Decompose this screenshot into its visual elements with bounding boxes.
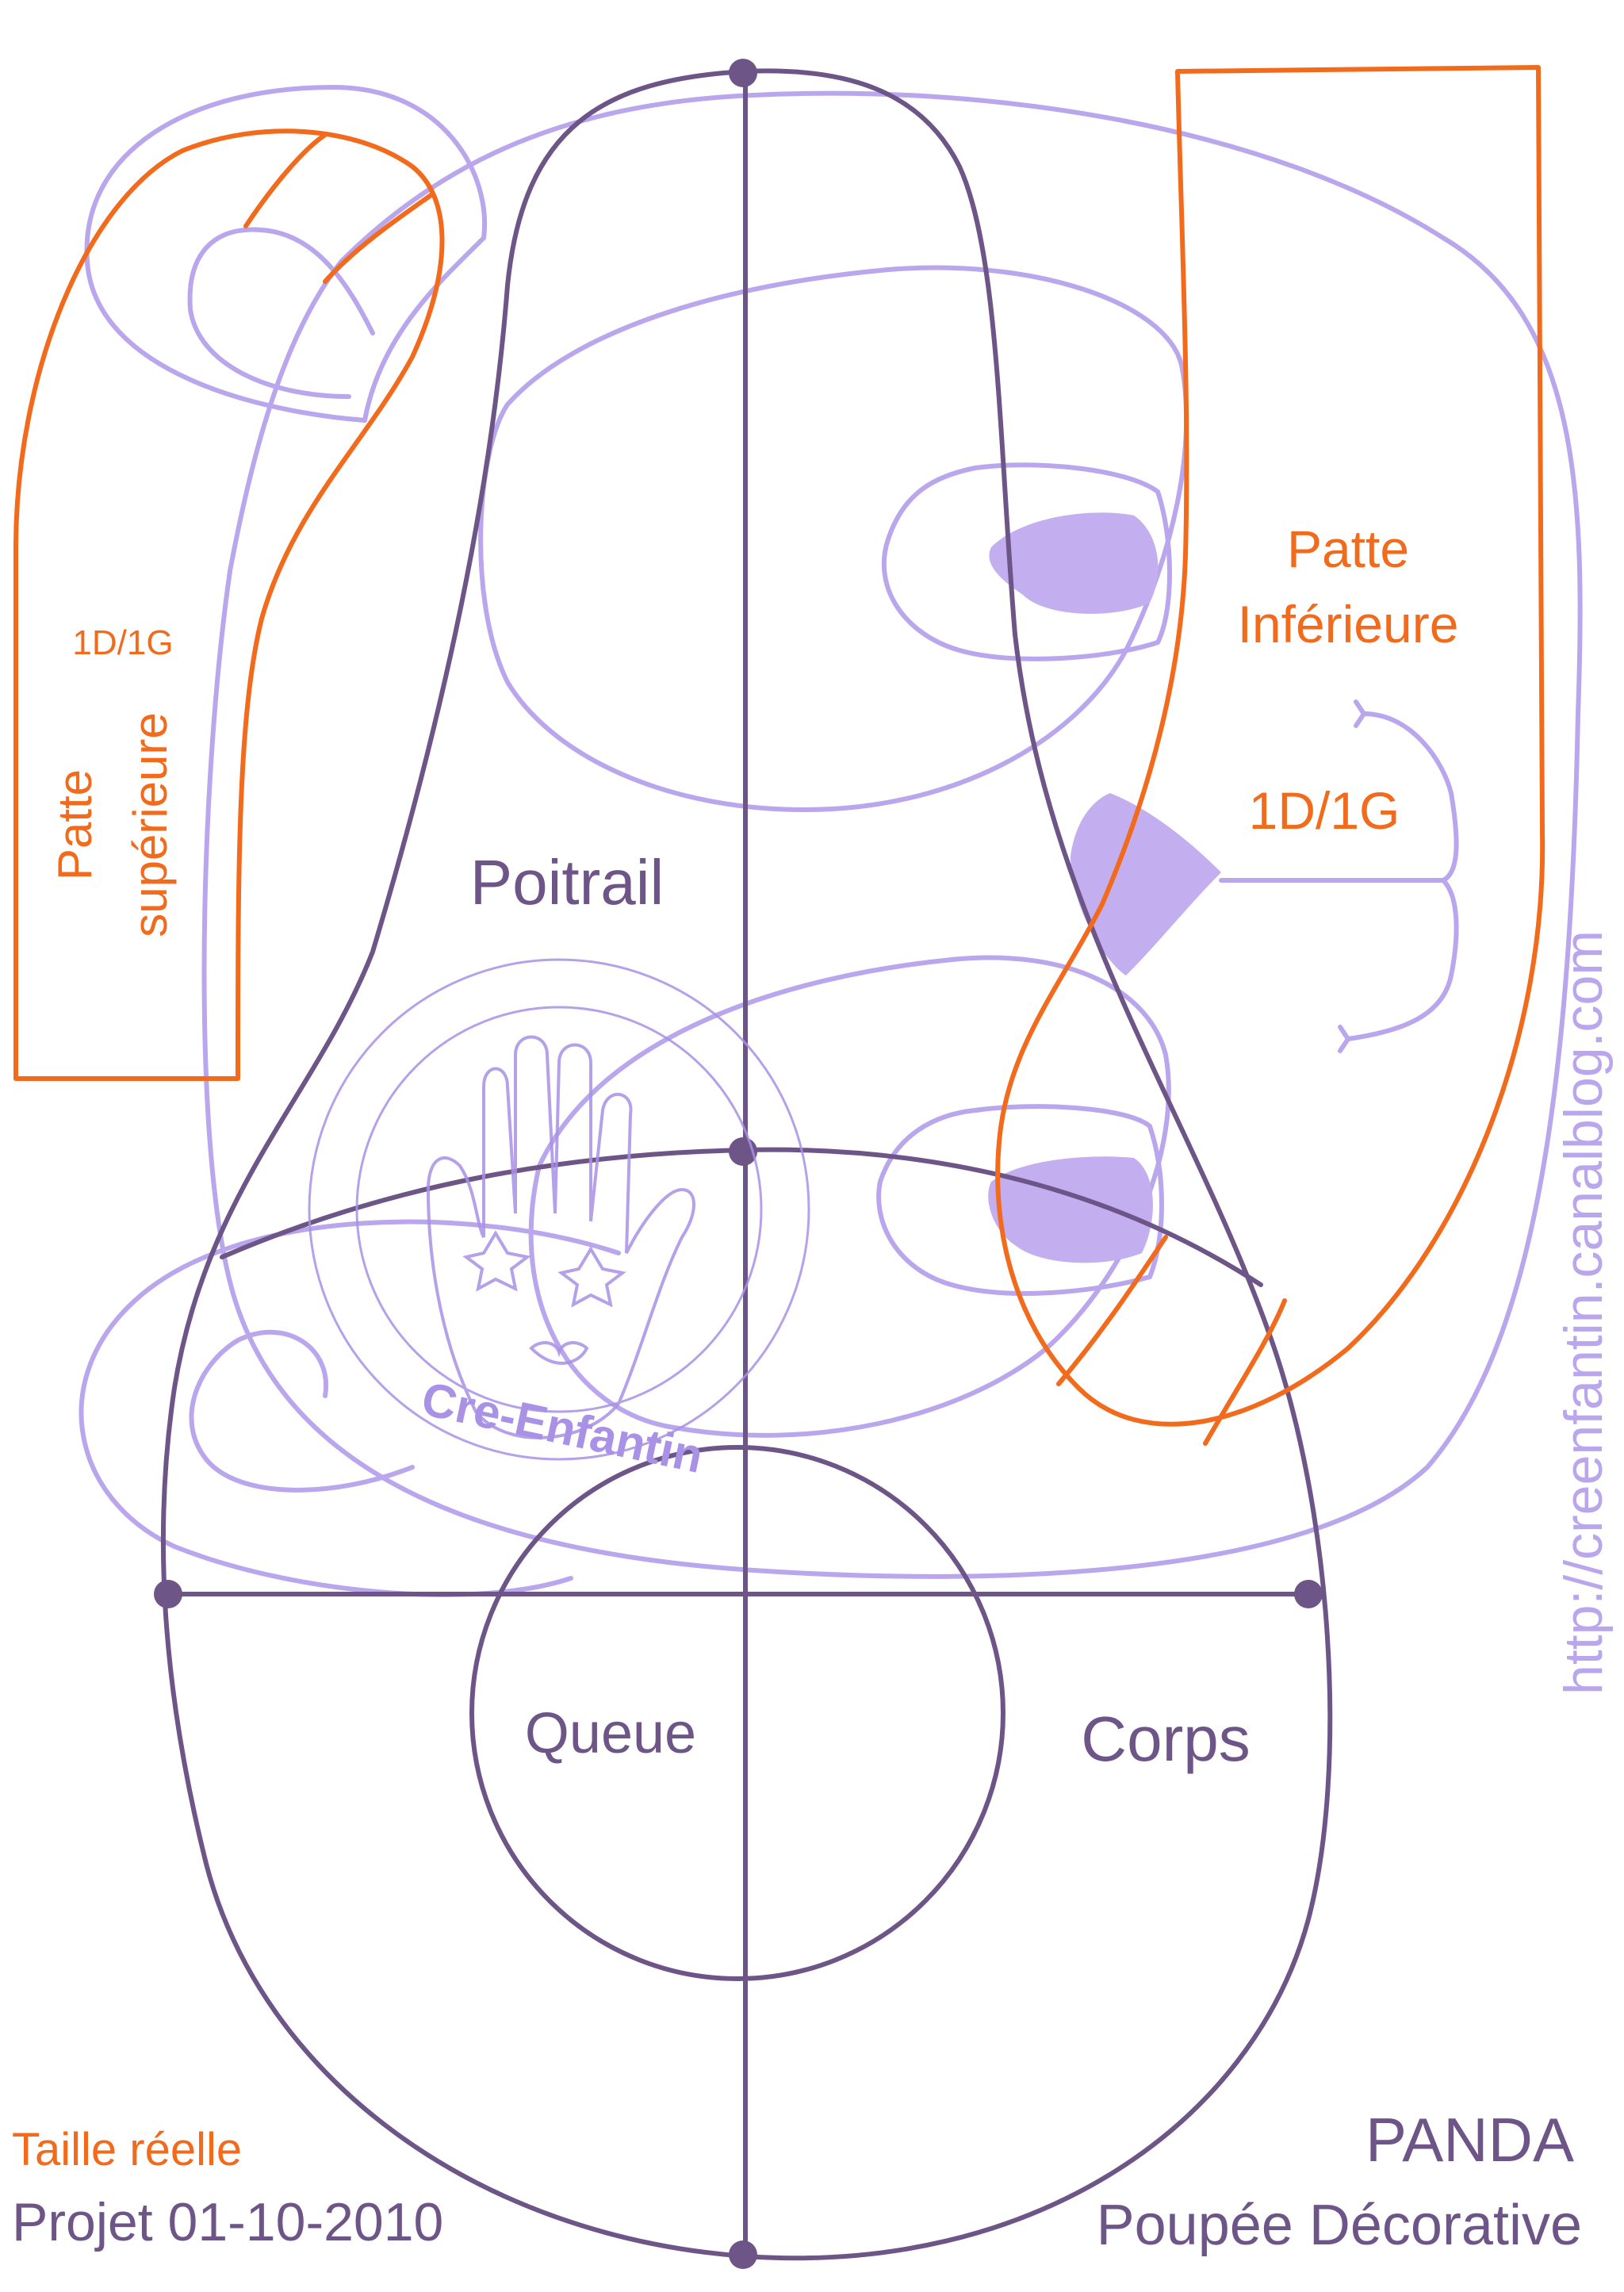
upper-eye-spot [989,512,1159,614]
lower-eye-spot [988,1156,1153,1263]
logo-outer-ring [308,958,810,1461]
patte-inferieure-line2: Inférieure [1238,595,1459,653]
lower-limb-seam-1 [1056,1235,1168,1386]
tail-circle [469,1445,1005,1981]
nose-shape [1071,793,1221,975]
head-outline [201,90,1583,1579]
patte-inferieure-count: 1D/1G [1249,781,1400,840]
pattern-title: PANDA [1365,2105,1574,2175]
lower-eye-outline [876,1104,1164,1296]
patte-superieure-count: 1D/1G [72,623,173,662]
eye-spots [988,512,1221,1263]
arrow-down [1338,1025,1350,1053]
corps-label: Corps [1081,1704,1250,1774]
lower-limb-outline [995,65,1545,1427]
upper-limb-seam-1 [243,132,327,228]
head-piece [79,85,1583,1597]
lower-ear-inner [189,1329,415,1493]
lower-ear-outline [79,1219,621,1597]
upper-eye-outline [881,462,1172,661]
measurement-dots [154,59,1323,2269]
patte-superieure-label: Patte supérieure [48,712,177,937]
limb-pieces [13,65,1545,1446]
upper-limb-outline [13,128,445,1081]
upper-ear-inner [187,227,375,399]
dot-top [729,59,757,87]
patte-superieure-line2: supérieure [124,712,177,937]
website-url: http://creenfantin.canalblog.com [1553,930,1614,1695]
dot-bottom [729,2240,757,2269]
dot-right [1294,1580,1323,1608]
patte-superieure-line1: Patte [48,769,102,880]
hand-logo-icon [426,1035,695,1439]
lower-limb-seam-2 [1203,1298,1287,1446]
logo-text: Cre-Enfantin [417,1372,707,1483]
projet-date-label: Projet 01-10-2010 [12,2192,443,2252]
nose-line-lower [1346,878,1459,1041]
nose-line [1219,711,1459,883]
creenfantin-logo [308,958,810,1461]
arrow-up [1354,699,1366,728]
upper-ear-outline [84,85,487,423]
patte-inferieure-line1: Patte [1287,519,1409,578]
taille-reelle-label: Taille réelle [12,2124,242,2175]
pattern-subtitle: Poupée Décorative [1097,2194,1582,2257]
poitrail-label: Poitrail [470,847,665,918]
dot-left [154,1580,182,1608]
upper-limb-seam-2 [323,192,435,284]
logo-inner-ring [355,1006,763,1413]
queue-label: Queue [525,1702,696,1765]
